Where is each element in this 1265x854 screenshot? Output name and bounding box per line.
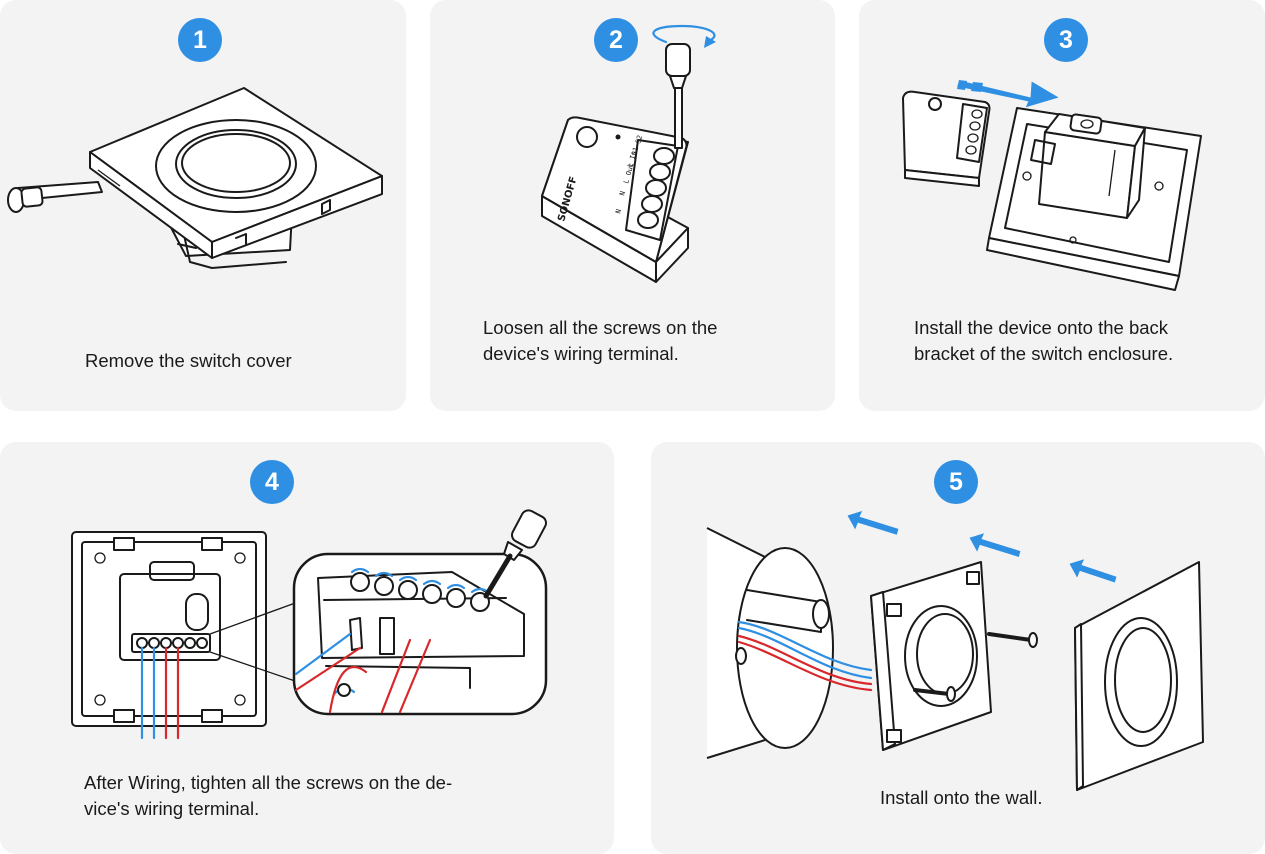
step-5-caption: Install onto the wall.	[880, 787, 1043, 808]
step-3-badge: 3	[1044, 18, 1088, 62]
step-4-card: 4	[0, 442, 614, 854]
loosen-screws-illustration: SONOFF N N L Out L In S1 S2	[541, 24, 716, 283]
step-2-badge: 2	[594, 18, 638, 62]
step-3-caption: Install the device onto the back bracket…	[914, 317, 1174, 364]
screwdriver-icon-2	[483, 509, 547, 599]
wiring-illustration	[71, 509, 548, 740]
step-2-card: 2 SONOFF N N L Out L In S1 S2	[430, 0, 835, 411]
step-1-card: 1 Remove the switch cover	[0, 0, 406, 411]
mounting-screw-icon	[913, 632, 1038, 702]
pry-tool-icon	[7, 181, 103, 213]
step-5-badge: 5	[934, 460, 978, 504]
switch-cover-removal-illustration	[7, 87, 383, 269]
terminal-label-n1: N	[614, 208, 623, 214]
install-on-bracket-illustration	[902, 80, 1202, 291]
step-5-card: 5	[651, 442, 1265, 854]
terminal-label-n2: N	[618, 190, 627, 196]
terminal-screws	[637, 147, 675, 229]
zoom-terminal-screws	[350, 572, 490, 612]
terminal-label-s2: S2	[634, 134, 644, 144]
push-arrow-icon-left	[847, 511, 1117, 583]
screwdriver-icon	[665, 43, 691, 149]
step-1-caption: Remove the switch cover	[85, 350, 292, 371]
rotate-arrow-icon	[652, 24, 716, 44]
step-1-badge: 1	[178, 18, 222, 62]
step-2-caption: Loosen all the screws on the device's wi…	[483, 317, 718, 364]
step-4-badge: 4	[250, 460, 294, 504]
step-4-caption: After Wiring, tighten all the screws on …	[84, 772, 453, 819]
terminal-label-s1: S1	[630, 146, 640, 156]
install-on-wall-illustration	[706, 511, 1204, 791]
step-3-card: 3 Install the device onto the back b	[859, 0, 1265, 411]
push-arrow-icon	[957, 80, 1059, 108]
